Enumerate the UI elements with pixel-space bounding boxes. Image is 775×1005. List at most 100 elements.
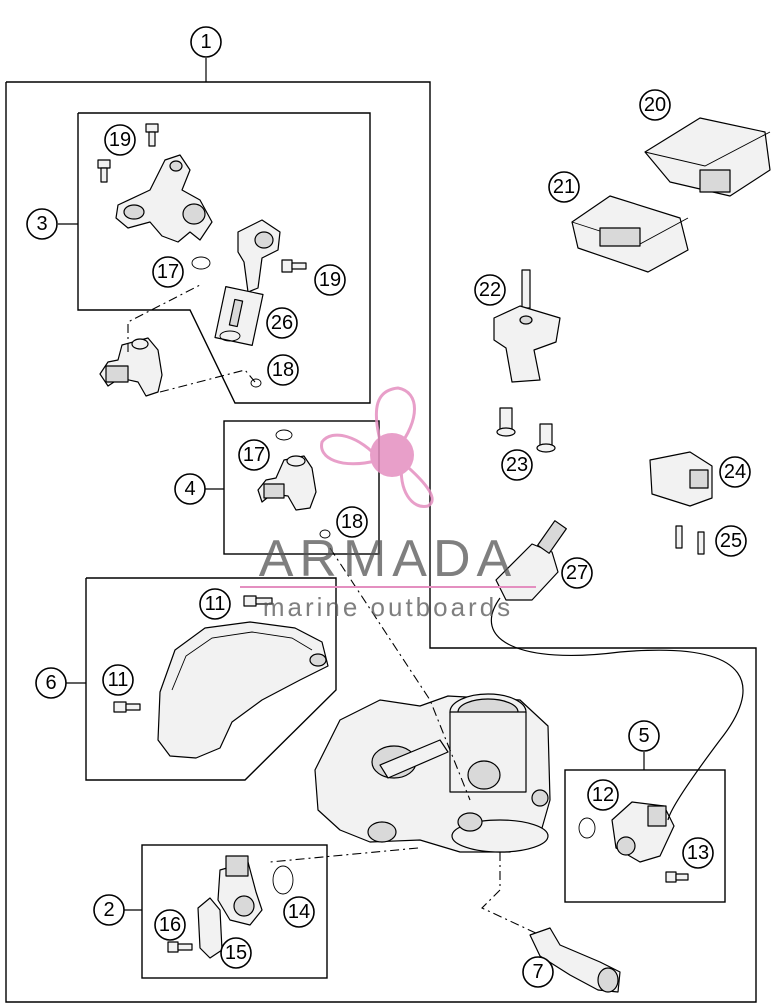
injector-top [99,337,163,397]
throttle-body [314,693,551,853]
callout-27: 27 [561,557,593,589]
callout-25: 25 [715,525,747,557]
svg-text:5: 5 [638,725,649,747]
svg-text:18: 18 [341,511,363,533]
bracket-15 [197,897,223,959]
screw-23 [496,407,556,453]
o-ring-18-mid [319,529,331,539]
svg-text:25: 25 [720,530,742,552]
callout-17b: 17 [238,439,270,471]
fuel-rail-bracket [115,154,213,243]
o-ring-17-mid [275,429,293,441]
callout-14: 14 [283,896,315,928]
svg-text:6: 6 [45,672,56,694]
svg-text:2: 2 [103,899,114,921]
svg-text:17: 17 [157,261,179,283]
svg-text:22: 22 [479,279,501,301]
dash-18-top [159,369,256,393]
ecu-21 [571,195,689,273]
o-ring-18-top [250,378,262,388]
dash-17-top [127,284,201,352]
o-ring-17-top [191,256,211,270]
o-ring-14 [272,865,294,895]
dash-group7-throttle [481,852,541,936]
callout-3: 3 [26,208,58,240]
injector-mid [257,455,317,511]
callout-26: 26 [266,307,298,339]
o-ring-12 [578,817,596,839]
svg-text:3: 3 [36,213,47,235]
group-3-box [58,112,371,404]
callout-11b: 11 [102,664,134,696]
callout-23: 23 [501,449,533,481]
screw-16 [167,941,193,953]
idle-valve-7 [529,927,621,993]
svg-text:1: 1 [200,31,211,53]
filter-26 [214,286,264,346]
watermark-tagline: marine outboards [263,592,513,622]
screw-11 [113,595,273,713]
svg-text:23: 23 [506,454,528,476]
assembly-1-outline [5,58,757,1003]
callout-21: 21 [548,171,580,203]
group-2-box [124,844,328,979]
svg-text:12: 12 [592,784,614,806]
svg-text:11: 11 [205,593,226,615]
relay-24 [649,451,713,507]
screw-25 [675,525,705,555]
callout-7: 7 [522,956,554,988]
svg-text:26: 26 [271,312,293,334]
callout-19a: 19 [104,124,136,156]
callout-16: 16 [154,909,186,941]
svg-text:27: 27 [566,562,588,584]
svg-text:21: 21 [553,176,575,198]
sensor-cable [490,597,744,821]
callout-15: 15 [220,937,252,969]
callout-18b: 18 [336,506,368,538]
map-sensor-22 [493,269,561,383]
idle-air-sensor [611,801,675,863]
callout-24: 24 [719,456,751,488]
svg-text:14: 14 [288,901,310,923]
svg-text:4: 4 [184,478,195,500]
screw-13 [665,871,689,883]
callout-22: 22 [474,274,506,306]
callout-19b: 19 [314,264,346,296]
svg-text:17: 17 [243,444,265,466]
callout-13: 13 [682,837,714,869]
ecu-20 [644,117,771,197]
throttle-cover [157,621,329,759]
fuel-inlet-fitting [237,219,281,293]
callout-2: 2 [93,894,125,926]
svg-text:11: 11 [108,669,129,691]
callout-4: 4 [174,473,206,505]
callout-20: 20 [639,89,671,121]
dash-injector-throttle [329,547,471,801]
group-6-box [66,577,337,781]
callout-1: 1 [190,26,222,58]
throttle-position-sensor [217,855,263,926]
callout-18a: 18 [267,354,299,386]
svg-text:13: 13 [687,842,709,864]
callout-12: 12 [587,779,619,811]
svg-text:18: 18 [272,359,294,381]
group-5-box [564,752,726,903]
armada-logo [320,386,434,508]
callout-11a: 11 [199,588,231,620]
callout-5: 5 [628,720,660,752]
svg-text:24: 24 [724,461,746,483]
dash-group2-throttle [269,847,419,863]
svg-text:16: 16 [159,914,181,936]
svg-text:19: 19 [319,269,341,291]
svg-text:19: 19 [109,129,131,151]
bolt-19-top [97,123,159,183]
callout-6: 6 [35,667,67,699]
watermark-brand: ARMADA [259,530,517,588]
svg-text:15: 15 [225,942,247,964]
svg-text:20: 20 [644,94,666,116]
group-4-box [205,420,380,555]
callout-17a: 17 [152,256,184,288]
bolt-19-side [281,259,307,273]
